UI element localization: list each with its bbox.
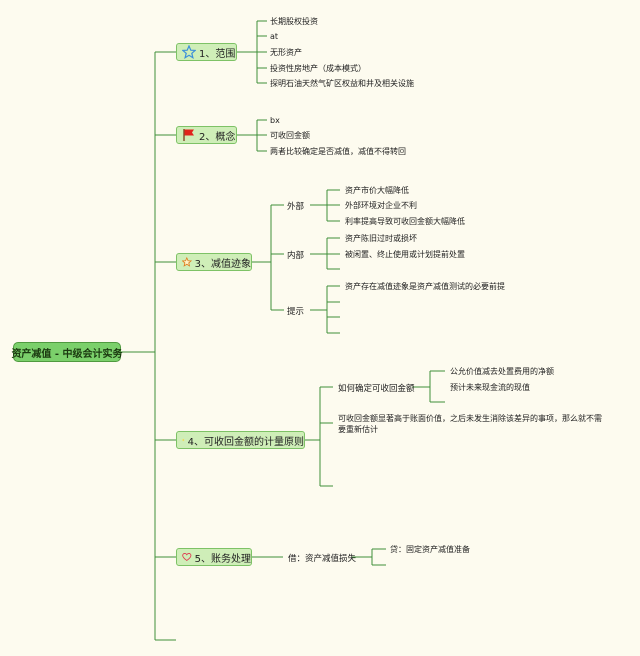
sub-node-internal[interactable]: 内部: [287, 251, 305, 261]
leaf-item[interactable]: 可收回金额: [270, 131, 310, 140]
leaf-item[interactable]: 无形资产: [270, 48, 302, 57]
branch-label: 4、可收回金额的计量原则: [187, 436, 304, 448]
leaf-item[interactable]: 资产市价大幅降低: [345, 186, 409, 195]
branch-scope[interactable]: 1、范围: [176, 43, 237, 61]
leaf-item[interactable]: 被闲置、终止使用或计划提前处置: [345, 250, 465, 259]
red-flag-icon: [183, 129, 194, 141]
branch-label: 5、账务处理: [194, 553, 251, 565]
branch-label: 3、减值迹象: [194, 258, 251, 270]
branch-concept[interactable]: 2、概念: [176, 126, 237, 144]
leaf-item[interactable]: 贷：固定资产减值准备: [390, 545, 470, 554]
root-node[interactable]: 资产减值 - 中级会计实务: [11, 342, 123, 362]
sub-node-debit[interactable]: 借：资产减值损失: [288, 554, 357, 564]
leaf-item[interactable]: 公允价值减去处置费用的净额: [450, 367, 554, 376]
leaf-item[interactable]: 资产陈旧过时或损坏: [345, 234, 417, 243]
branch-recoverable-amount[interactable]: 4、可收回金额的计量原则: [176, 431, 305, 449]
branch-label: 2、概念: [199, 131, 236, 143]
leaf-item[interactable]: at: [270, 32, 279, 41]
branch-label: 1、范围: [199, 48, 236, 60]
branch-impairment-signs[interactable]: 3、减值迹象: [176, 253, 252, 271]
leaf-item[interactable]: 长期股权投资: [270, 17, 318, 26]
sun-icon: [182, 438, 185, 442]
leaf-item[interactable]: 预计未来现金流的现值: [450, 383, 530, 392]
leaf-item[interactable]: 外部环境对企业不利: [345, 201, 417, 210]
leaf-item[interactable]: 资产存在减值迹象是资产减值测试的必要前提: [345, 282, 505, 291]
leaf-item[interactable]: 探明石油天然气矿区权益和井及相关设施: [270, 79, 414, 88]
sub-node-no-reestimate[interactable]: 可收回金额显著高于账面价值，之后未发生消除该差异的事项，那么就不需要重新估计: [338, 414, 602, 434]
branch-accounting[interactable]: 5、账务处理: [176, 548, 252, 566]
leaf-item[interactable]: 两者比较确定是否减值，减值不得转回: [270, 147, 406, 156]
sub-node-how-determine[interactable]: 如何确定可收回金额: [338, 384, 415, 394]
sub-node-hint[interactable]: 提示: [287, 307, 305, 317]
leaf-item[interactable]: 投资性房地产（成本模式）: [270, 64, 366, 73]
heart-icon: [182, 553, 192, 561]
sub-node-external[interactable]: 外部: [287, 202, 305, 212]
star-orange-icon: [182, 256, 192, 267]
leaf-item[interactable]: bx: [270, 116, 280, 125]
star-outline-icon: [182, 45, 196, 59]
leaf-item[interactable]: 利率提高导致可收回金额大幅降低: [345, 217, 465, 226]
